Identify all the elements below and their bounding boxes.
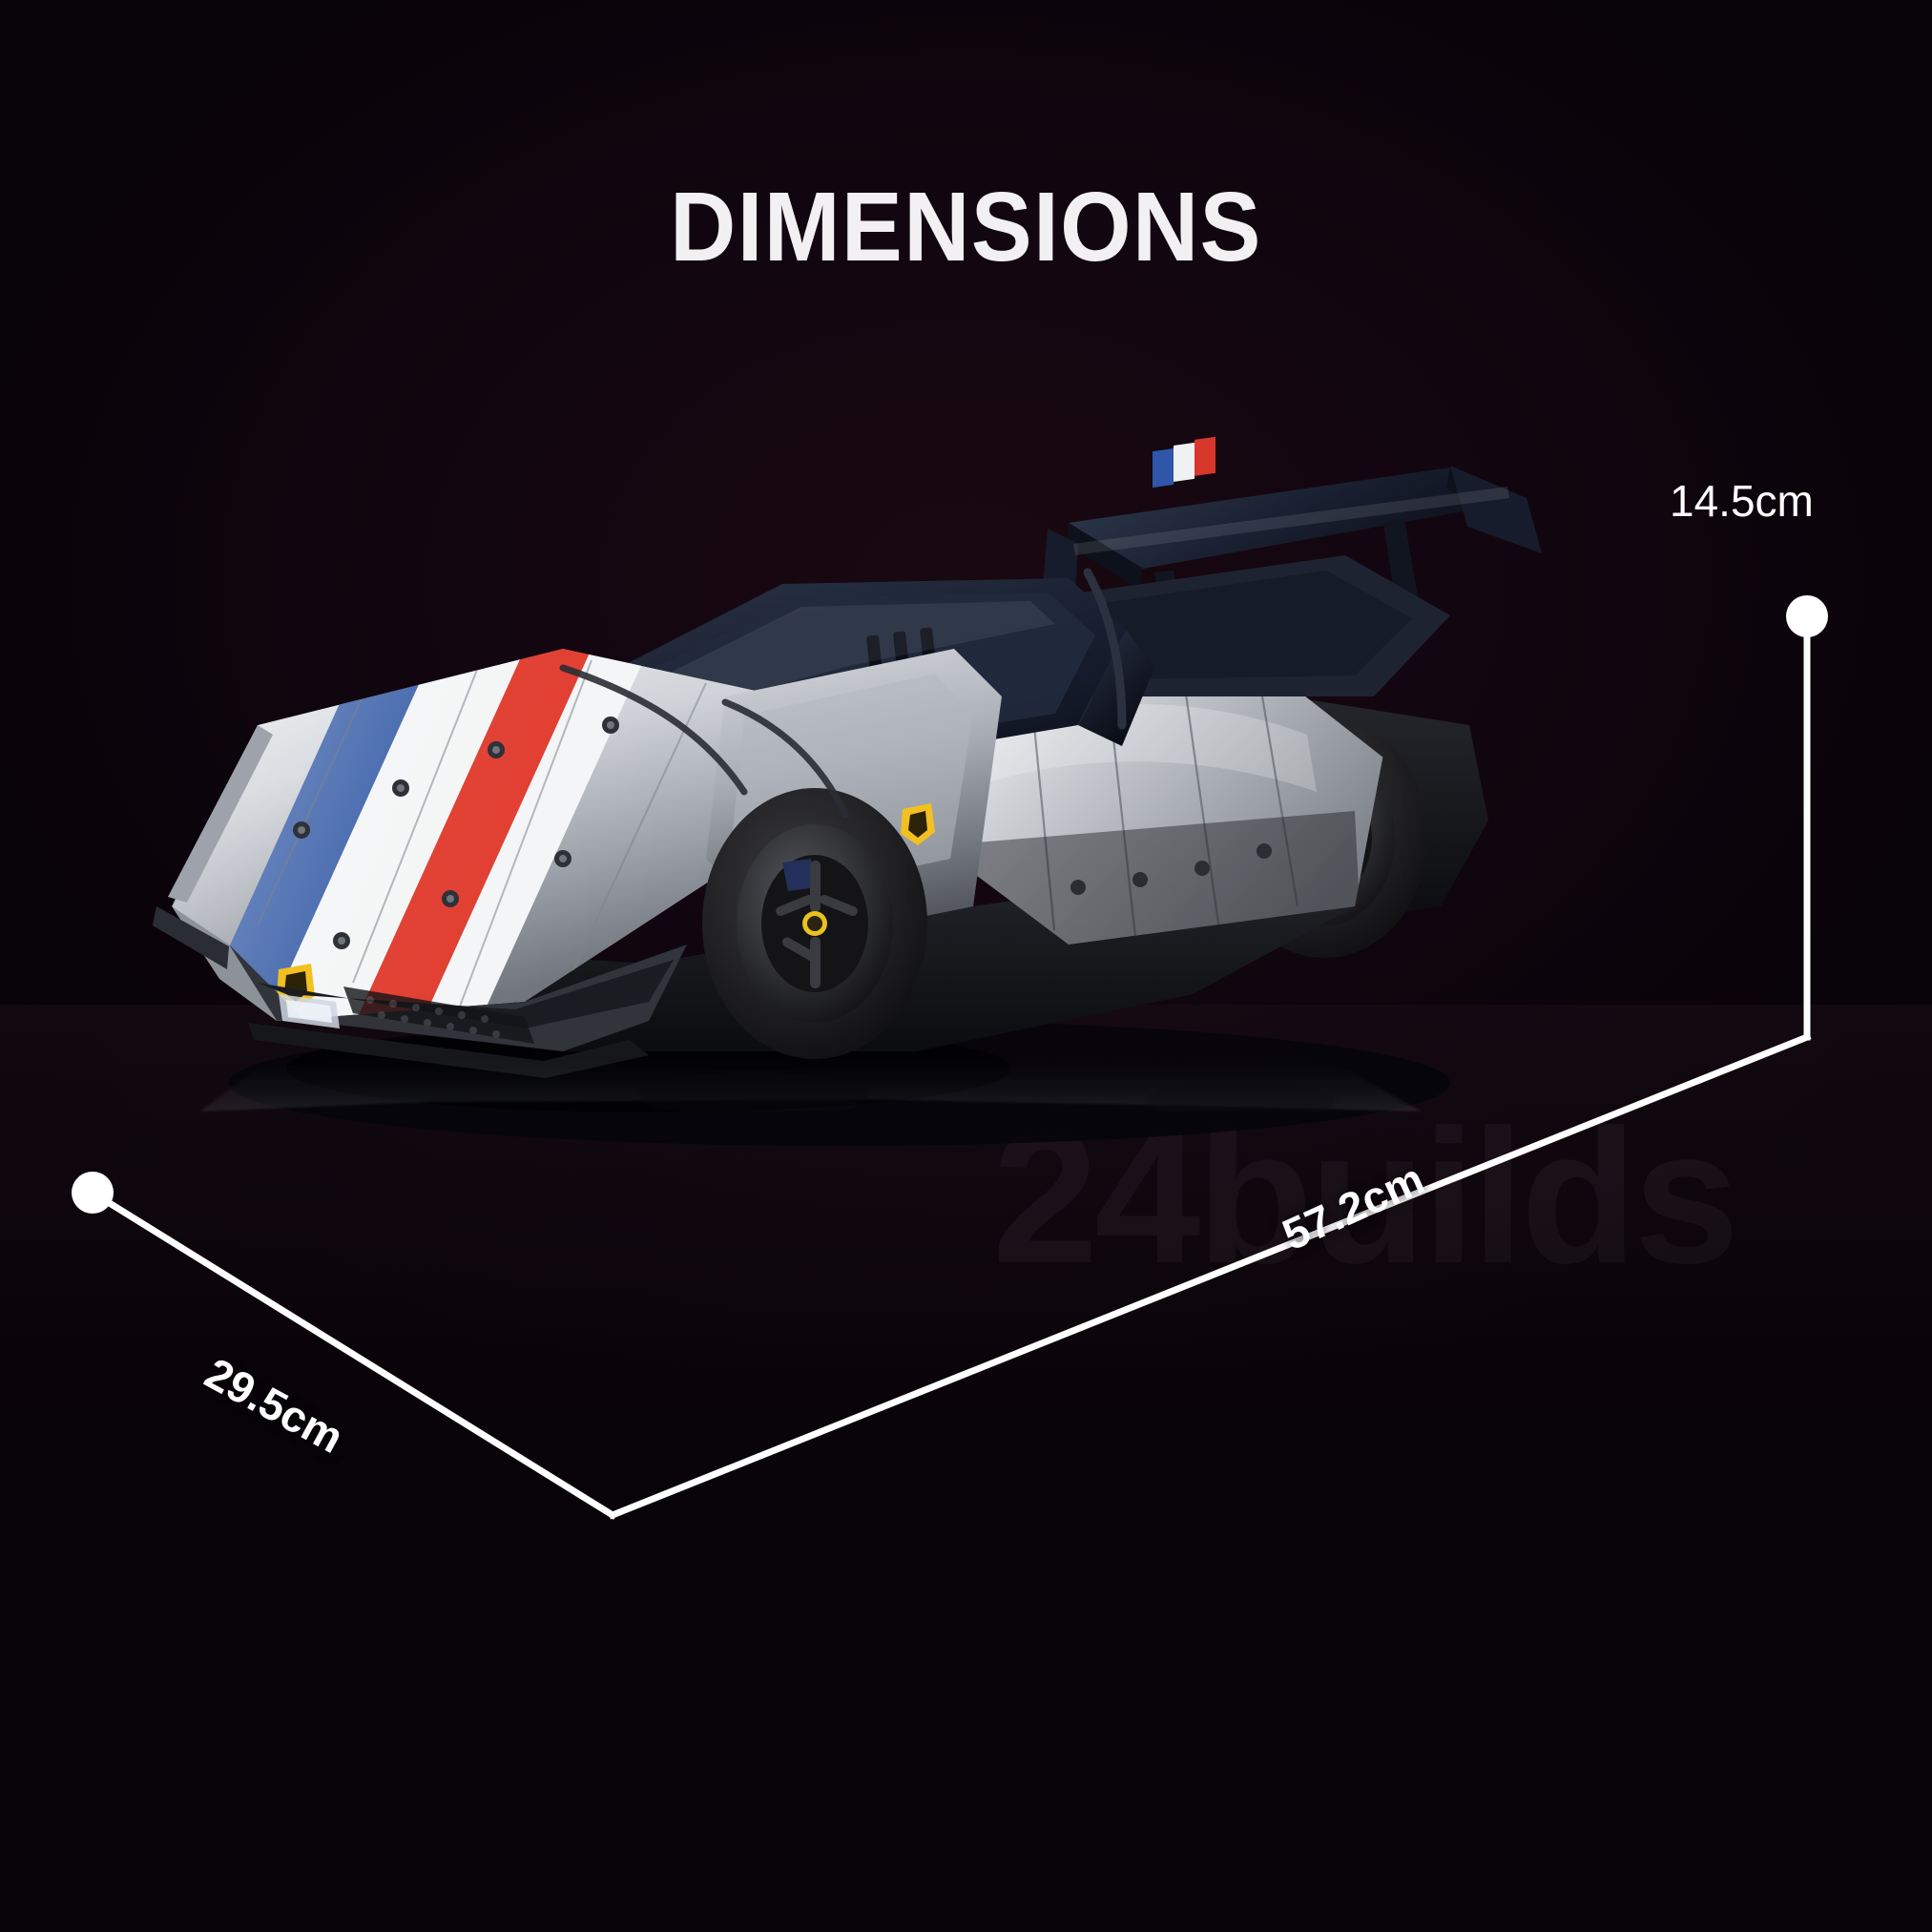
page-title: DIMENSIONS [670,172,1262,281]
racing-stripes [187,649,649,1021]
product-reflection [143,991,1536,1111]
width-dimension-label: 29.5cm [197,1347,352,1464]
hood-badge [277,964,315,1009]
background-floor-glow [0,1005,1932,1932]
product-image-supercar [114,410,1565,1164]
length-dimension-line [608,1032,1812,1520]
side-badge [901,803,935,845]
headlight [279,994,340,1028]
height-endpoint-dot [1786,595,1828,637]
height-dimension-label: 14.5cm [1670,476,1814,526]
interior [687,696,927,811]
rear-stripe-accent [1153,436,1215,488]
length-dimension-label: 57.2cm [1275,1153,1432,1260]
rear-wing [1042,466,1542,662]
width-endpoint-dot [72,1172,114,1214]
width-dimension-line [88,1188,617,1520]
